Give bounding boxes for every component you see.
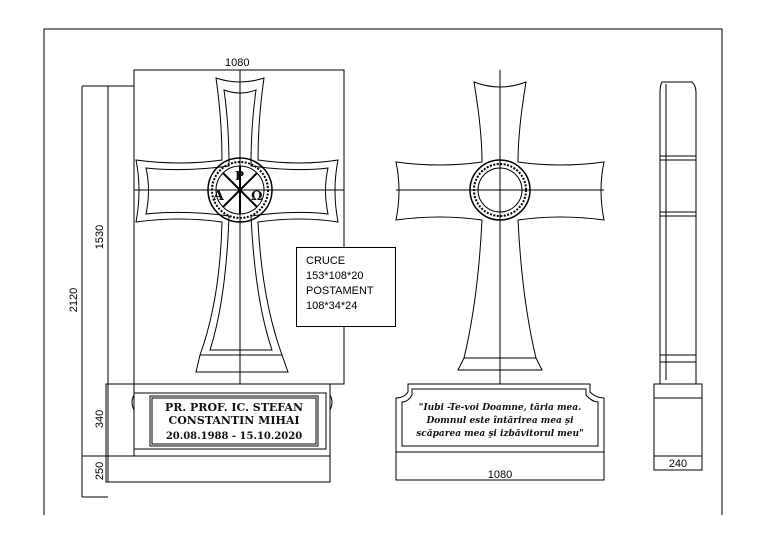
front-base	[105, 455, 331, 483]
front-plaque-line-3: 20.08.1988 - 15.10.2020	[166, 431, 302, 442]
drawing-frame	[43, 28, 723, 515]
front-cross-outline	[135, 77, 339, 356]
front-plaque-inner	[151, 397, 317, 445]
base-height-label: 250	[94, 462, 106, 480]
rho-symbol: P	[235, 169, 244, 183]
back-plaque-line-3: scăparea mea şi izbăvitorul meu"	[416, 429, 584, 439]
base-width-label: 1080	[488, 469, 512, 481]
side-thickness-label: 240	[669, 458, 687, 470]
side-cross-profile	[659, 81, 697, 385]
back-medallion-outer	[469, 159, 531, 221]
pedestal-height-label: 340	[94, 410, 106, 428]
specs-line-4: 108*34*24	[306, 300, 358, 312]
front-plaque-frame	[149, 395, 319, 447]
front-pedestal-profile-right	[329, 384, 333, 456]
omega-symbol: Ω	[251, 189, 263, 204]
specs-line-3: POSTAMENT	[306, 285, 374, 297]
front-pedestal-face	[133, 392, 327, 450]
back-cross-foot	[457, 357, 543, 371]
front-view	[81, 69, 345, 498]
front-cross-inner-bevel	[145, 89, 329, 351]
back-plaque-line-2: Domnul este întărirea mea şi	[425, 415, 574, 426]
back-plaque-line-1: "Iubi -Te-voi Doamne, tăria mea.	[419, 403, 581, 413]
alpha-symbol: A	[212, 188, 225, 204]
front-medallion-bead	[211, 161, 269, 219]
specs-line-1: CRUCE	[306, 255, 346, 267]
side-view	[653, 81, 703, 471]
front-plaque-line-2: CONSTANTIN MIHAI	[168, 414, 299, 427]
specs-box: CRUCE 153*108*20 POSTAMENT 108*34*24	[296, 247, 396, 327]
front-medallion-outer	[207, 157, 273, 223]
cross-height-label: 1530	[94, 225, 106, 249]
back-medallion-bead	[473, 163, 527, 217]
cross-width-label: 1080	[225, 57, 249, 69]
total-height-label: 2120	[68, 288, 80, 312]
front-plaque-line-1: PR. PROF. IC. STEFAN	[165, 401, 303, 414]
side-pedestal	[653, 383, 703, 457]
back-pedestal-inner	[401, 388, 599, 447]
back-medallion-inner	[477, 167, 523, 213]
specs-line-2: 153*108*20	[306, 270, 364, 282]
back-cross-outline	[395, 81, 605, 359]
back-view	[395, 70, 605, 481]
front-cross-extent	[133, 69, 345, 385]
front-cross-foot	[195, 354, 289, 373]
